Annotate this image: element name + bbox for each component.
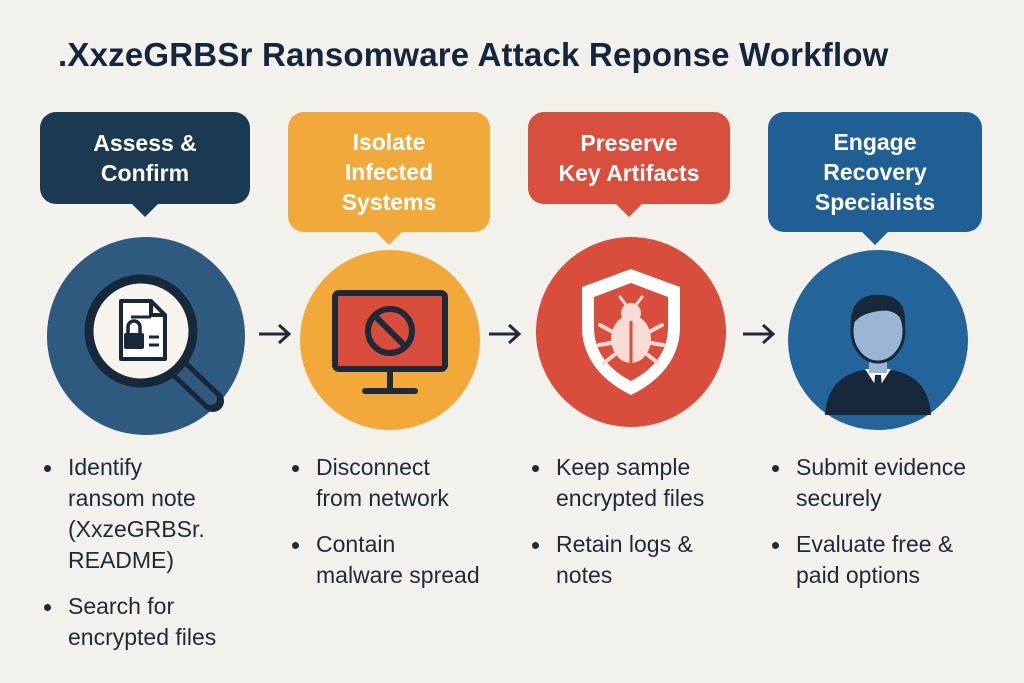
step-isolate-systems: Isolate Infected Systems Disconnect from… <box>288 0 518 683</box>
page-title: .XxzeGRBSr Ransomware Attack Reponse Wor… <box>58 36 889 73</box>
step-bullets: Identify ransom note (XxzeGRBSr. README)… <box>40 452 270 668</box>
step-label-bubble: Isolate Infected Systems <box>288 112 490 245</box>
step-preserve-artifacts: Preserve Key Artifacts Keep sample encry… <box>528 0 758 683</box>
blocked-monitor-icon <box>332 290 448 394</box>
step-bullets: Keep sample encrypted files Retain logs … <box>528 452 758 606</box>
bullet-item: Evaluate free & paid options <box>768 529 1018 591</box>
step-label-bubble: Engage Recovery Specialists <box>768 112 982 245</box>
bullet-item: Search for encrypted files <box>40 591 270 653</box>
bullet-item: Keep sample encrypted files <box>528 452 758 514</box>
specialist-avatar-icon <box>825 294 931 415</box>
arrow-right-icon <box>743 323 776 345</box>
bullet-item: Identify ransom note (XxzeGRBSr. README) <box>40 452 270 576</box>
step-label-bubble: Assess & Confirm <box>40 112 250 217</box>
step-label: Preserve Key Artifacts <box>558 130 700 186</box>
step-circle <box>536 237 726 427</box>
arrow-right-icon <box>259 323 292 345</box>
step-engage-specialists: Engage Recovery Specialists Submit evide… <box>768 0 998 683</box>
arrow-right-icon <box>489 323 522 345</box>
step-circle <box>300 250 480 430</box>
bullet-item: Submit evidence securely <box>768 452 1018 514</box>
step-circle <box>788 250 968 430</box>
step-label: Engage Recovery Specialists <box>814 129 936 215</box>
step-bullets: Disconnect from network Contain malware … <box>288 452 518 606</box>
bullet-item: Disconnect from network <box>288 452 518 514</box>
magnifier-locked-document-icon <box>84 274 224 412</box>
bullet-item: Retain logs & notes <box>528 529 758 591</box>
step-circle <box>47 237 245 435</box>
step-assess-confirm: Assess & Confirm Identify ransom note (X… <box>40 0 270 683</box>
bullet-item: Contain malware spread <box>288 529 518 591</box>
step-bullets: Submit evidence securely Evaluate free &… <box>768 452 1018 606</box>
step-label: Isolate Infected Systems <box>341 129 437 215</box>
step-label-bubble: Preserve Key Artifacts <box>528 112 730 217</box>
step-label: Assess & Confirm <box>93 130 197 186</box>
shield-bug-icon <box>582 269 680 395</box>
